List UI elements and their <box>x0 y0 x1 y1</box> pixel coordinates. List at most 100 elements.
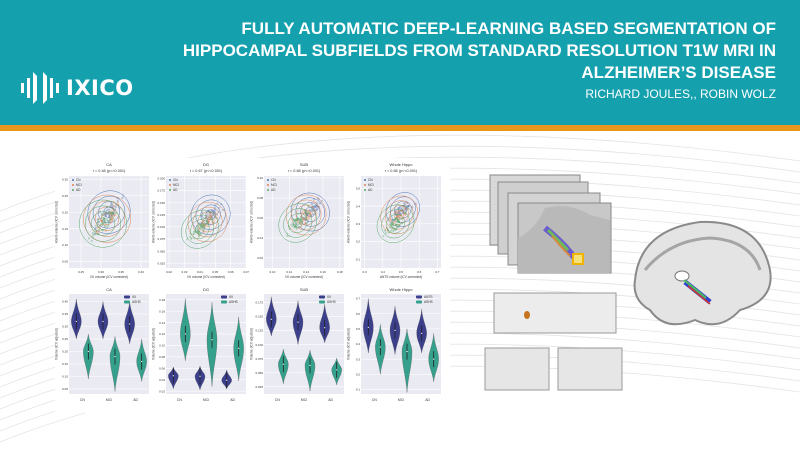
y-tick-label: 0.2 <box>356 373 361 377</box>
y-axis-label: ASHS volume (ICV corrected) <box>250 201 254 243</box>
scatter-point <box>104 225 106 228</box>
violin-median <box>394 329 396 331</box>
x-tick-label: 0.25 <box>78 270 84 274</box>
scatter-point <box>396 219 399 222</box>
scatter-point <box>389 226 392 229</box>
scatter-point <box>208 220 211 223</box>
scatter-point <box>389 230 392 232</box>
scatter-point <box>198 226 201 228</box>
density-contour <box>185 214 215 244</box>
density-contour <box>380 195 418 235</box>
scatter-point <box>213 219 216 222</box>
coronal-slices <box>484 292 623 391</box>
scatter-point <box>110 217 112 220</box>
scatter-point <box>117 204 119 207</box>
scatter-point <box>113 215 116 218</box>
scatter-point <box>296 219 299 222</box>
scatter-point <box>100 222 103 225</box>
scatter-point <box>315 201 317 204</box>
scatter-point <box>308 208 311 211</box>
y-axis-label: ASHS volume (ICV corrected) <box>55 201 59 243</box>
density-contour <box>278 203 317 243</box>
scatter-point <box>201 222 204 225</box>
scatter-point <box>301 208 303 211</box>
x-tick-label: 0.07 <box>243 270 249 274</box>
density-contour <box>90 211 116 236</box>
scatter-point <box>94 228 96 231</box>
x-tick-label: CN <box>80 398 85 402</box>
scatter-point <box>121 197 124 199</box>
scatter-point <box>292 218 295 221</box>
scatter-point <box>202 228 204 231</box>
scatter-point <box>297 223 300 225</box>
scatter-point <box>211 209 214 212</box>
plot-area <box>166 294 246 394</box>
scatter-point <box>198 232 201 235</box>
y-tick-label: 0.075 <box>157 237 165 241</box>
x-tick-label: 0.4 <box>381 270 386 274</box>
scatter-point <box>404 207 406 210</box>
scatter-point <box>391 221 394 223</box>
scatter-point <box>396 226 398 229</box>
scatter-point <box>400 222 403 225</box>
legend-marker <box>124 300 130 304</box>
title-line: FULLY AUTOMATIC DEEP-LEARNING BASED SEGM… <box>241 19 776 38</box>
scatter-point <box>317 205 320 208</box>
violin-median <box>270 318 272 320</box>
legend-marker <box>221 295 227 299</box>
scatter-point <box>109 218 112 221</box>
x-axis-label: ANTS volume (ICV corrected) <box>380 275 422 279</box>
scatter-point <box>318 198 320 201</box>
y-axis-label: ASHS volume (ICV corrected) <box>152 201 156 243</box>
y-tick-label: 0.075 <box>255 357 263 361</box>
scatter-point <box>105 224 108 227</box>
violin-median <box>87 350 89 353</box>
scatter-point <box>220 203 223 206</box>
scatter-point <box>214 204 217 207</box>
legend-marker <box>267 189 269 191</box>
scatter-point <box>316 202 319 205</box>
scatter-point <box>311 206 314 209</box>
scatter-point <box>307 217 310 220</box>
scatter-point <box>95 230 97 232</box>
plot-area <box>69 176 149 268</box>
legend-label: ASHS <box>229 300 238 304</box>
scatter-point <box>401 205 404 208</box>
scatter-point <box>295 226 298 228</box>
y-tick-label: 0.30 <box>62 325 68 329</box>
density-contour <box>287 213 308 233</box>
scatter-point <box>205 219 208 222</box>
y-tick-label: 0.10 <box>62 243 68 247</box>
scatter-point <box>315 208 318 211</box>
legend-label: MCI <box>76 183 82 187</box>
y-tick-label: 0.40 <box>62 300 68 304</box>
scatter-point <box>200 234 202 236</box>
scatter-point <box>382 235 385 237</box>
y-tick-label: 0.6 <box>356 312 361 316</box>
density-contour <box>89 200 125 237</box>
scatter-point <box>90 239 93 242</box>
violin-ashs <box>401 328 413 393</box>
scatter-point <box>99 223 102 226</box>
scatter-point <box>395 212 398 214</box>
density-contour <box>376 204 415 244</box>
scatter-point <box>207 221 210 224</box>
y-tick-label: 0.5 <box>356 327 361 331</box>
scatter-point <box>396 219 399 221</box>
violin-median <box>75 320 77 323</box>
scatter-point <box>209 217 212 220</box>
scatter-point <box>95 230 98 232</box>
plot-area <box>166 176 246 268</box>
scatter-point <box>286 234 289 237</box>
accent-bar <box>0 125 800 131</box>
y-tick-label: 0.20 <box>62 350 68 354</box>
scatter-point <box>299 221 301 224</box>
y-axis-label: ASHS volume (ICV corrected) <box>347 201 351 243</box>
y-tick-label: 0.5 <box>356 187 361 191</box>
ixico-logo: IXICO <box>20 72 134 104</box>
x-tick-label: 0.40 <box>138 270 144 274</box>
